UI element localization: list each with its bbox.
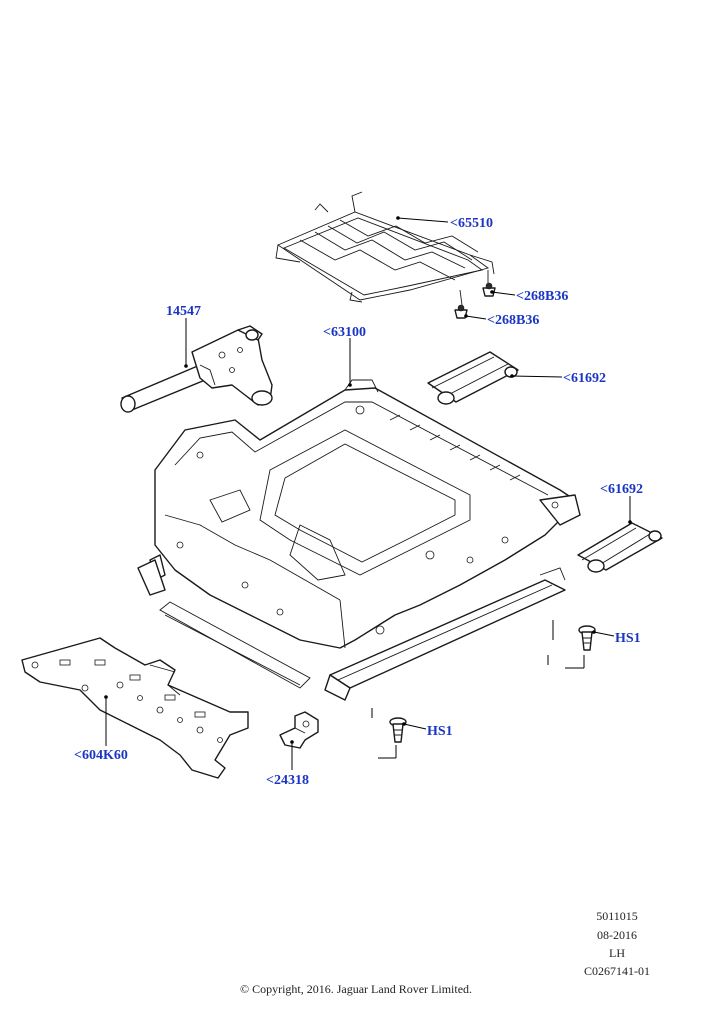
leader-lines [104,216,632,770]
diagram-date: 08-2016 [597,928,637,942]
callout-268b36-upper[interactable]: <268B36 [516,289,568,304]
mounting-plate[interactable] [21,637,249,779]
callout-63100[interactable]: <63100 [323,325,366,340]
bracket[interactable] [279,711,319,749]
trim-cover-upper[interactable] [427,351,519,405]
seat-track-rails[interactable] [137,559,566,701]
screw-right[interactable] [578,625,596,651]
seat-cushion-frame[interactable] [149,379,581,649]
height-adjuster-handle[interactable] [120,325,273,413]
callout-hs1-right[interactable]: HS1 [615,631,641,646]
diagram-reference: C0267141-01 [584,964,650,978]
diagram-side: LH [609,946,625,960]
wire-suspension-mat[interactable] [275,191,495,306]
clip-lower[interactable] [454,304,468,319]
callout-65510[interactable]: <65510 [450,216,493,231]
copyright-notice: © Copyright, 2016. Jaguar Land Rover Lim… [240,982,472,996]
clip-upper[interactable] [482,282,496,297]
screw-center[interactable] [389,717,407,743]
diagram-code: 5011015 [596,909,638,923]
callout-61692-lower[interactable]: <61692 [600,482,643,497]
trim-cover-lower[interactable] [577,522,663,573]
callout-14547[interactable]: 14547 [166,304,201,319]
callout-61692-upper[interactable]: <61692 [563,371,606,386]
callout-24318[interactable]: <24318 [266,773,309,788]
callout-hs1-center[interactable]: HS1 [427,724,453,739]
callout-604k60[interactable]: <604K60 [74,748,128,763]
callout-268b36-lower[interactable]: <268B36 [487,313,539,328]
